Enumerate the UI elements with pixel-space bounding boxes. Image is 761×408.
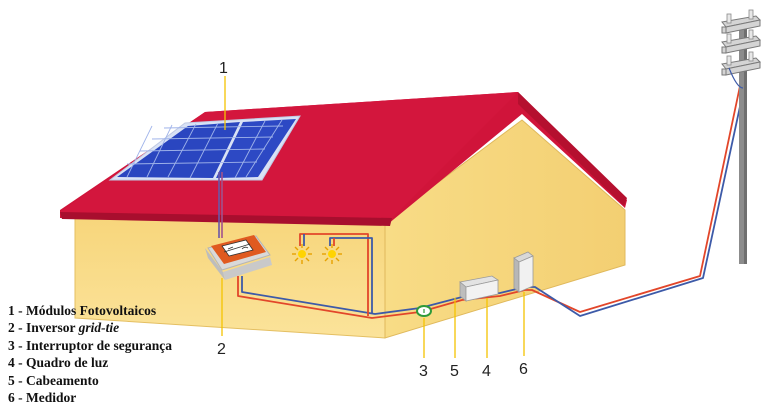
callout-number-4: 4 [482, 363, 491, 380]
callout-number-6: 6 [519, 361, 528, 378]
legend-item-breaker: 3 - Interruptor de segurança [8, 337, 172, 353]
meter [513, 251, 534, 293]
roof-ridge-edge [518, 92, 627, 206]
roof-eave-shadow [60, 212, 392, 226]
house-wiring [237, 233, 421, 319]
light-bulb-right [322, 244, 342, 264]
callout-number-2: 2 [217, 341, 226, 358]
solar-modules [108, 115, 301, 181]
house-gable-wall [384, 119, 626, 339]
light-bulb-left [292, 244, 312, 264]
callout-number-1: 1 [219, 60, 228, 77]
legend-item-panel-board: 4 - Quadro de luz [8, 355, 109, 371]
inverter [205, 235, 272, 280]
legend: 1 - Módulos Fotovoltaicos 2 - Inversor g… [8, 302, 172, 406]
safety-breaker [416, 305, 432, 317]
roof-main-slope [60, 92, 518, 218]
legend-item-meter: 6 - Medidor [8, 390, 77, 406]
legend-item-cabling: 5 - Cabeamento [8, 372, 99, 388]
callout-number-5: 5 [450, 363, 459, 380]
legend-item-modules: 1 - Módulos Fotovoltaicos [8, 303, 157, 318]
module-cable [218, 172, 223, 238]
callout-number-3: 3 [419, 363, 428, 380]
utility-pole [721, 9, 761, 264]
legend-item-inverter: 2 - Inversor grid-tie [8, 320, 120, 336]
panel-board [459, 275, 500, 302]
